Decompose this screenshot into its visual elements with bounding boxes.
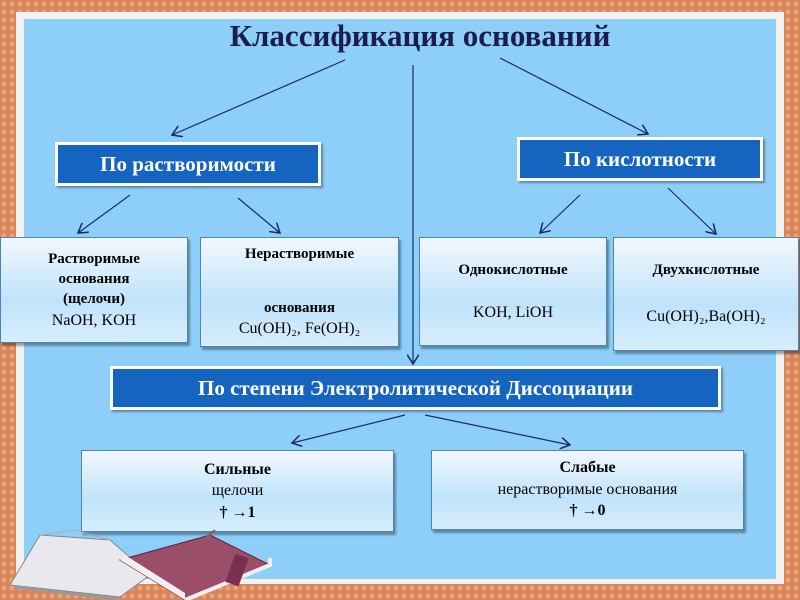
slide-title: Классификация оснований — [229, 18, 611, 53]
box-degree: † →0 — [569, 502, 606, 520]
box-label: Двухкислотные — [652, 262, 760, 279]
books-illustration — [9, 529, 272, 600]
box-degree: † →1 — [219, 503, 256, 521]
arrow-weak — [424, 414, 570, 445]
box-soluble: Растворимые основания (щелочи) NaOH, KOH — [0, 237, 188, 343]
arrow-monoacid — [540, 194, 581, 233]
box-sublabel: нерастворимые основания — [497, 480, 678, 498]
category-acidity: По кислотности — [517, 137, 763, 181]
arrow-diacid — [667, 187, 716, 234]
box-label: (щелочи) — [63, 291, 125, 308]
box-sublabel: щелочи — [211, 482, 264, 500]
arrow-strong — [292, 414, 406, 443]
box-formula: NaOH, KOH — [51, 311, 137, 329]
box-monoacid: Однокислотные KOH, LiOH — [419, 237, 607, 346]
box-formula: Cu(OH)₂,Ba(OH)₂ — [646, 308, 766, 326]
box-label: основания — [264, 300, 335, 317]
box-formula: KOH, LiOH — [473, 303, 553, 321]
box-formula: Cu(OH)₂, Fe(OH)₂ — [238, 320, 361, 338]
arrow-soluble — [78, 194, 131, 233]
box-label: Однокислотные — [458, 261, 568, 278]
box-label: Сильные — [203, 460, 272, 478]
box-label: Нерастворимые — [244, 246, 355, 262]
box-label: Слабые — [559, 459, 616, 476]
arrow-insoluble — [237, 197, 280, 233]
box-insoluble: Нерастворимые основания Cu(OH)₂, Fe(OH)₂ — [200, 237, 399, 347]
category-dissociation: По степени Электролитической Диссоциации — [110, 366, 721, 410]
category-solubility: По растворимости — [55, 142, 321, 186]
arrow-title-acidity — [499, 57, 648, 134]
box-label: Растворимые — [48, 250, 140, 267]
box-diacid: Двухкислотные Cu(OH)₂,Ba(OH)₂ — [613, 237, 799, 351]
box-strong: Сильные щелочи † →1 — [81, 450, 394, 532]
arrow-title-solubility — [172, 59, 346, 135]
box-label: основания — [58, 271, 130, 288]
box-weak: Слабые нерастворимые основания † →0 — [431, 450, 744, 530]
